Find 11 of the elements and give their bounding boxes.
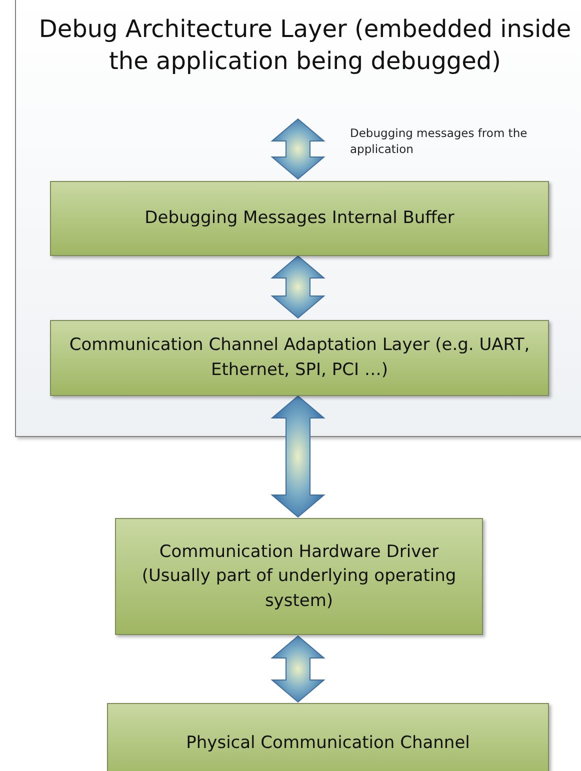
edge-label: Debugging messages from the application [350, 125, 528, 158]
layer-box: Debugging Messages Internal Buffer [50, 181, 549, 256]
layer-box: Physical Communication Channel [107, 703, 549, 771]
layer-panel [15, 0, 581, 437]
double-arrow [270, 255, 326, 319]
double-arrow [270, 395, 326, 518]
layer-box: Communication Hardware Driver (Usually part of underlying operating system) [115, 518, 483, 635]
double-arrow [270, 635, 326, 703]
panel-title: Debug Architecture Layer (embedded inside the application being debugged) [38, 14, 572, 77]
double-arrow [270, 118, 326, 180]
layer-box: Communication Channel Adaptation Layer (e.g. UART, Ethernet, SPI, PCI …) [50, 320, 549, 396]
